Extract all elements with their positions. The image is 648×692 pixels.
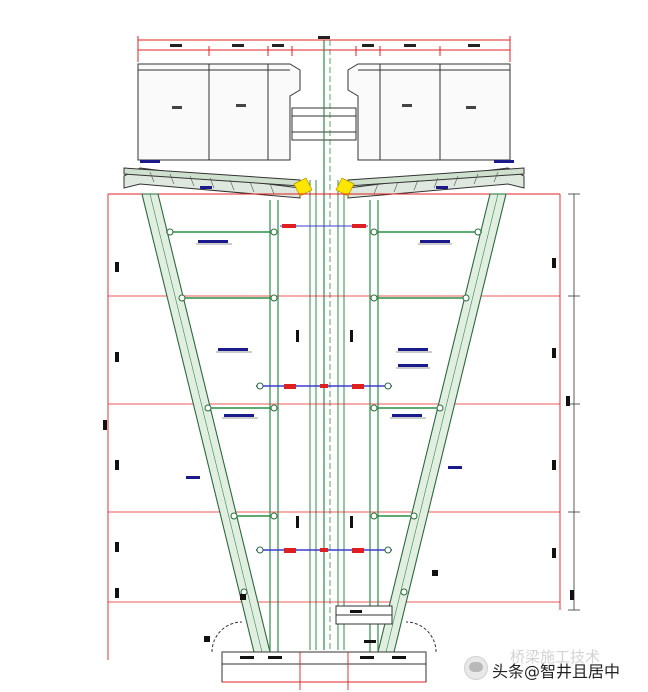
watermark-text: 头条@智井且居中 [492, 658, 620, 682]
wechat-logo-icon [464, 656, 488, 680]
base-redlines [222, 652, 426, 690]
watermark-at: @ [524, 662, 541, 681]
small-dimension-texts [296, 330, 353, 528]
center-axis-lines [309, 40, 345, 650]
watermark: 桥梁施工技术 头条@智井且居中 [464, 648, 644, 686]
outer-frame [107, 193, 561, 660]
horizontal-grid [108, 295, 560, 603]
horizontal-bracing [166, 231, 482, 517]
base-markers [204, 570, 438, 659]
leader-lines [196, 243, 452, 419]
watermark-author: 智井且居中 [540, 662, 621, 681]
watermark-prefix: 头条 [492, 662, 525, 681]
beam-hatching [149, 171, 499, 195]
girder-labels [172, 104, 476, 109]
inner-columns [269, 200, 379, 652]
joint-nodes [166, 228, 482, 596]
callout-labels [140, 160, 514, 479]
faded-watermark-text: 桥梁施工技术 [510, 648, 601, 666]
strut-centerlines [149, 193, 499, 653]
top-dimension-ticks [170, 36, 480, 47]
yellow-bearing-pads [293, 177, 355, 197]
dimension-markers [103, 258, 574, 600]
red-connection-markers [282, 224, 366, 553]
